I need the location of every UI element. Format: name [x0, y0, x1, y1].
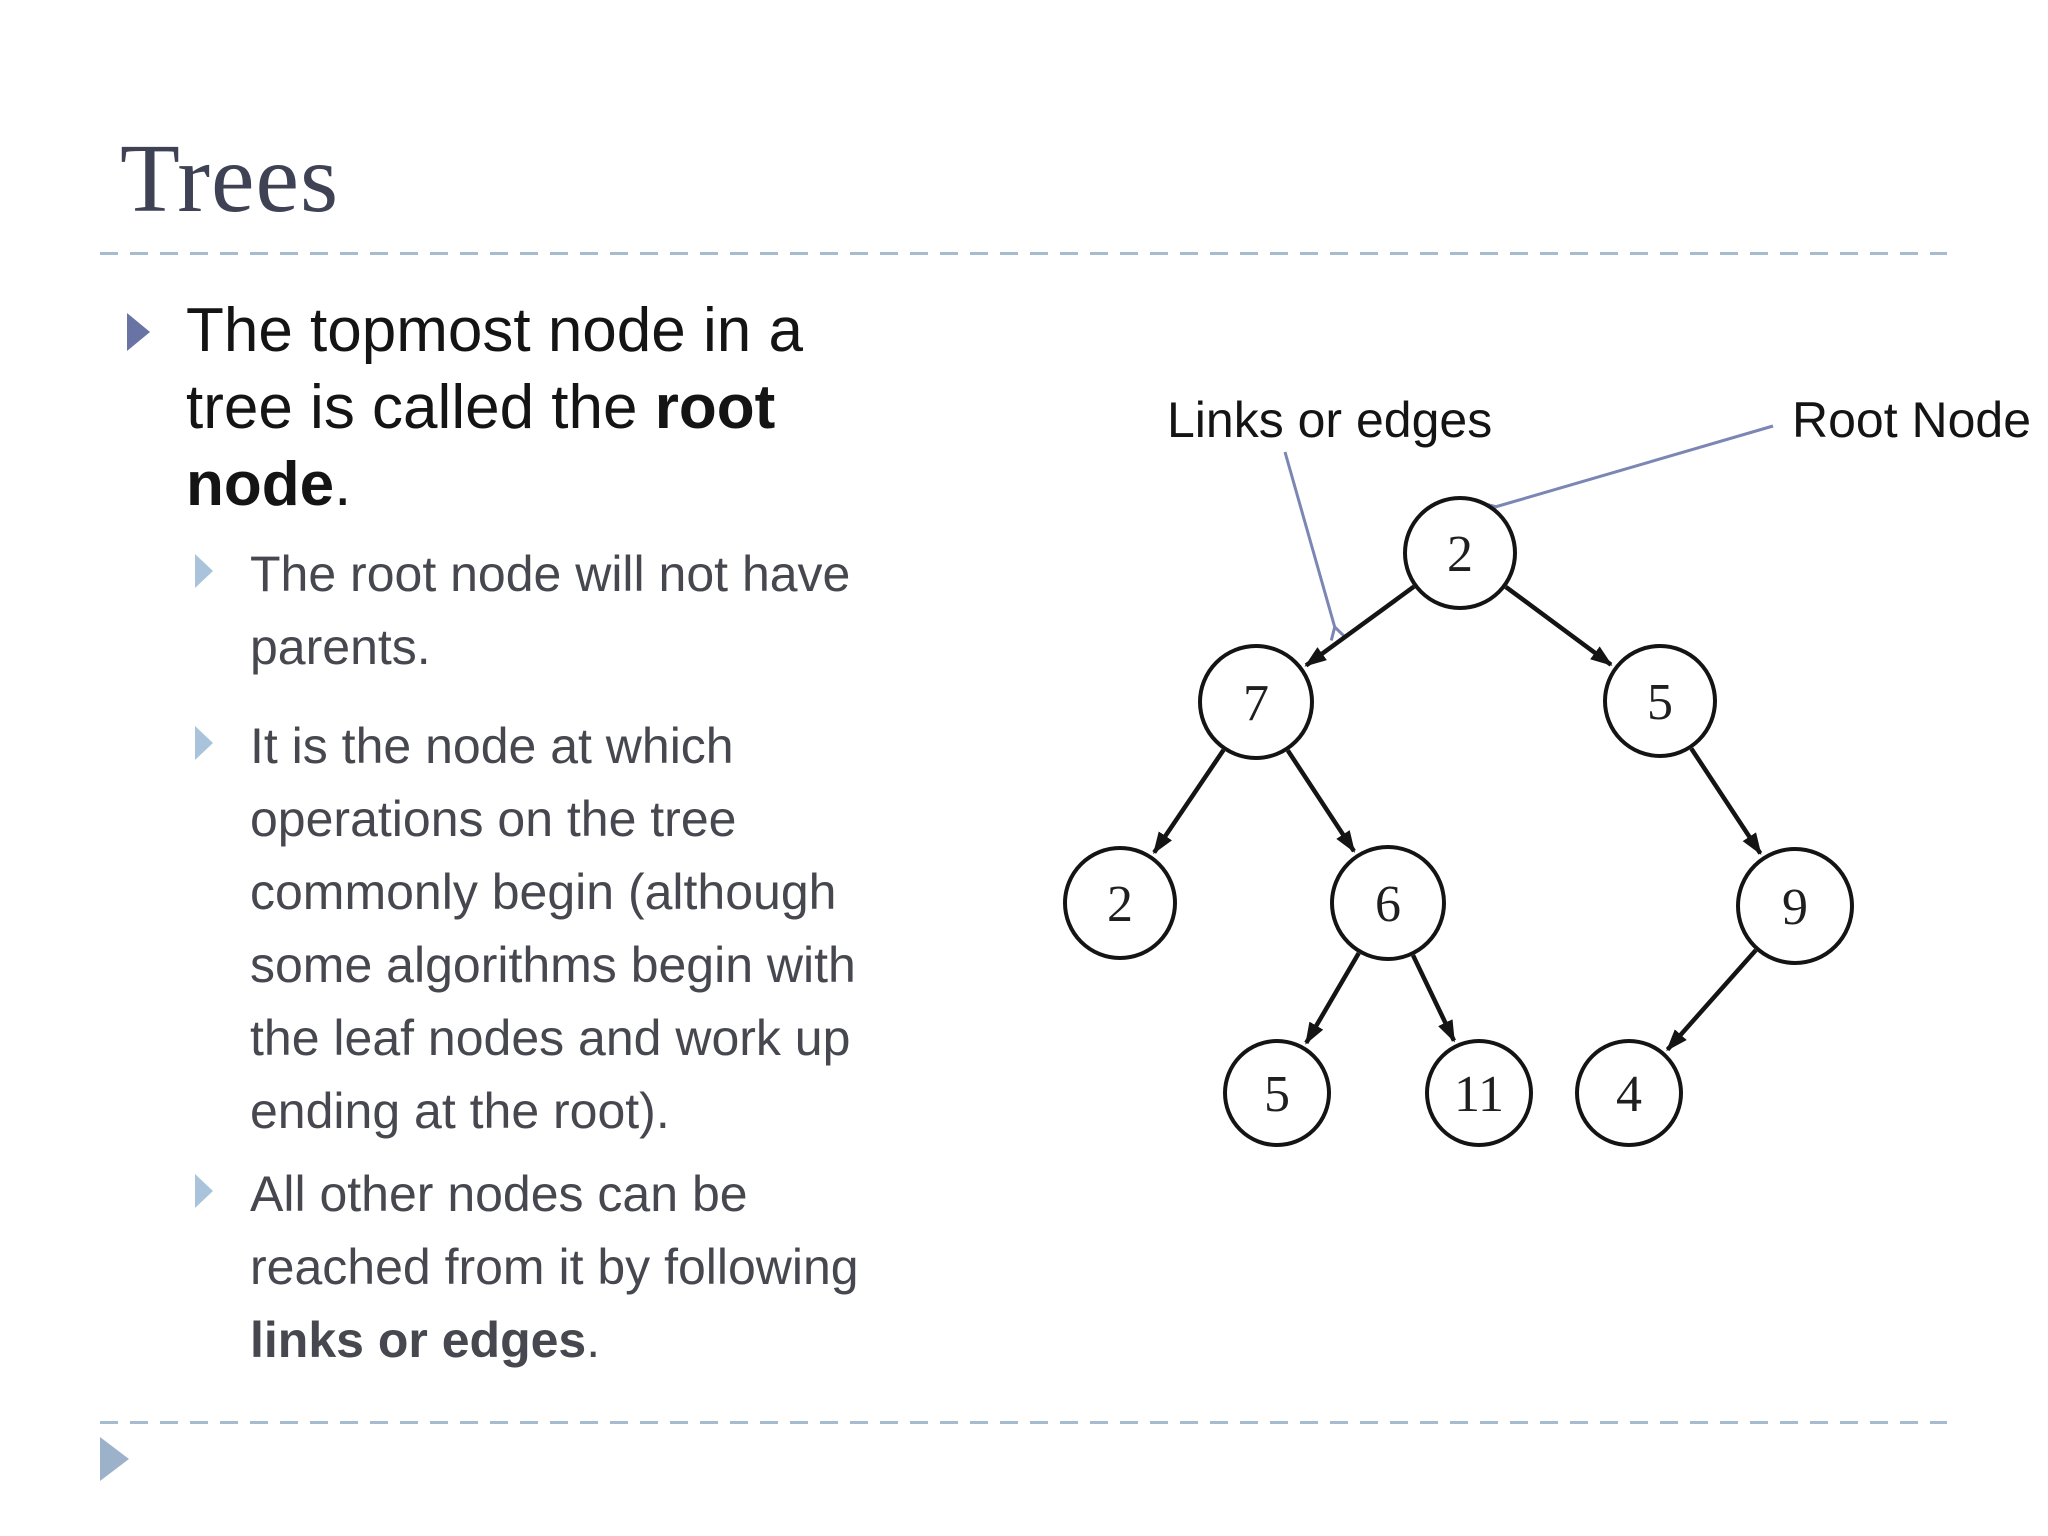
bullet-line-bold: links or edges: [250, 1312, 587, 1368]
root-node-arrow: [1482, 424, 1774, 518]
bullet-line: links or edges.: [250, 1304, 859, 1377]
tree-node-circle: [1198, 644, 1314, 760]
bullet-line: some algorithms begin with: [250, 937, 856, 993]
annotation-arrows: [1283, 424, 1774, 641]
tree-node-circle: [1330, 845, 1446, 961]
bullet-line: the leaf nodes and work up: [250, 1010, 851, 1066]
tree-node-value: 6: [1375, 876, 1401, 933]
tree-node-circle: [1403, 496, 1517, 610]
tree-node-value: 5: [1647, 674, 1673, 731]
tree-node-circle: [1063, 846, 1177, 960]
tree-node-circle: [1603, 644, 1717, 758]
bullet-main-text: The topmost node in a tree is called the…: [186, 292, 803, 523]
bullet-sub3: All other nodes can be reached from it b…: [195, 1158, 859, 1377]
bullet-line-text: .: [334, 450, 352, 519]
tree-edge: [1504, 585, 1613, 667]
tree-node-circle: [1736, 847, 1854, 965]
bullet-sub1-text: The root node will not have parents.: [250, 538, 850, 684]
tree-edges: [1152, 584, 1763, 1052]
bullet-line-text: .: [586, 1312, 601, 1368]
bullet-sub2: It is the node at which operations on th…: [195, 710, 856, 1148]
bullet-sub2-text: It is the node at which operations on th…: [250, 710, 856, 1148]
title-divider: [100, 252, 1947, 255]
tree-node-value: 4: [1616, 1066, 1642, 1123]
bullet-line: The topmost node in a: [186, 296, 803, 365]
tree-edge: [1304, 951, 1361, 1045]
footer-triangle-icon: [100, 1437, 129, 1481]
bullet-line: node.: [186, 446, 803, 523]
bullet-line: tree is called the root: [186, 369, 803, 446]
bullet-main: The topmost node in a tree is called the…: [127, 292, 803, 523]
bullet-line: All other nodes can be: [250, 1166, 748, 1222]
bullet-line: commonly begin (although: [250, 864, 837, 920]
bullet-triangle-icon: [195, 554, 213, 588]
links-or-edges-label: Links or edges: [1167, 392, 1492, 448]
bullet-sub1: The root node will not have parents.: [195, 538, 850, 684]
tree-node-value: 9: [1782, 879, 1808, 936]
tree-edge: [1304, 584, 1416, 668]
bullet-line: It is the node at which: [250, 718, 734, 774]
tree-edge: [1665, 948, 1758, 1052]
tree-edge: [1152, 748, 1226, 855]
root-node-label: Root Node: [1792, 392, 2031, 448]
tree-edge: [1689, 747, 1763, 856]
tree-edge: [1285, 749, 1356, 853]
tree-node-circle: [1223, 1039, 1331, 1147]
bullet-line: parents.: [250, 619, 431, 675]
tree-edge: [1411, 954, 1456, 1043]
tree-node-circle: [1575, 1039, 1683, 1147]
tree-node-value: 11: [1454, 1066, 1504, 1123]
bullet-line-bold: root: [654, 373, 776, 442]
binary-tree-diagram: Links or edges Root Node 2 7 5 2 6 9 5 11 4: [1063, 392, 2031, 1147]
bullet-triangle-icon: [195, 1174, 213, 1208]
bullet-line-text: tree is called the: [186, 373, 655, 442]
bullet-line: The root node will not have: [250, 546, 851, 602]
bullet-line: reached from it by following: [250, 1239, 859, 1295]
bullet-line: operations on the tree: [250, 791, 737, 847]
tree-node-value: 2: [1447, 526, 1473, 583]
footer-divider: [100, 1421, 1947, 1424]
page-title: Trees: [120, 125, 340, 233]
bullet-triangle-icon: [195, 726, 213, 760]
tree-nodes: 2 7 5 2 6 9 5 11 4: [1063, 496, 1854, 1147]
tree-node-circle: [1425, 1039, 1533, 1147]
tree-node-value: 5: [1264, 1066, 1290, 1123]
tree-node-value: 7: [1243, 675, 1269, 732]
bullet-line: ending at the root).: [250, 1083, 670, 1139]
links-or-edges-arrow: [1283, 451, 1346, 641]
tree-node-value: 2: [1107, 876, 1133, 933]
bullet-triangle-icon: [127, 313, 150, 351]
bullet-line-bold: node: [186, 450, 335, 519]
bullet-sub3-text: All other nodes can be reached from it b…: [250, 1158, 859, 1377]
